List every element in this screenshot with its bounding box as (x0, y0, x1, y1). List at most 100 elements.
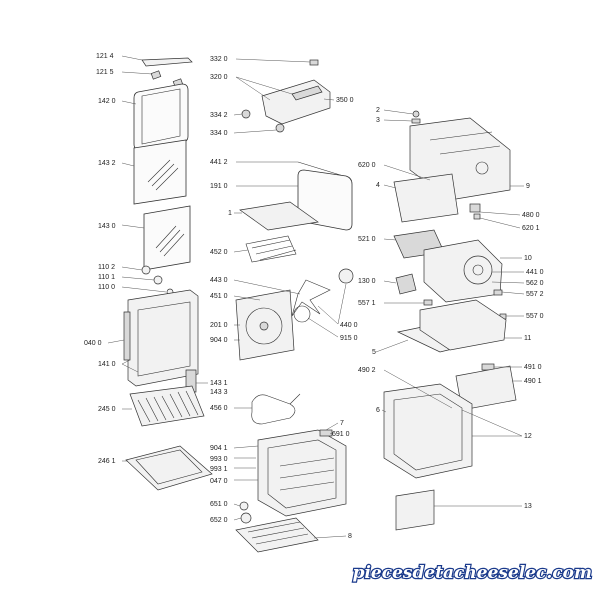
casing-inner (393, 393, 463, 471)
door-frame-inner (137, 301, 191, 377)
circular-heater (251, 393, 301, 425)
label-1: 1 (228, 210, 232, 217)
label-121-4: 121 4 (96, 53, 114, 60)
label-557-2: 557 2 (526, 291, 544, 298)
label-652-0: 652 0 (210, 517, 228, 524)
door-frame (127, 289, 199, 387)
enamel-pan (297, 169, 353, 231)
label-993-1: 993 1 (210, 466, 228, 473)
seal-cap-base (411, 118, 421, 124)
label-557-1: 557 1 (358, 300, 376, 307)
label-8: 8 (348, 533, 352, 540)
control-panel (261, 79, 331, 125)
label-11: 11 (524, 335, 531, 342)
label-110-0: 110 0 (98, 284, 115, 291)
glass-hatch (147, 159, 179, 191)
label-456-0: 456 0 (210, 405, 228, 412)
label-12: 12 (524, 433, 532, 440)
oven-cavity (257, 429, 347, 517)
label-047-0: 047 0 (210, 478, 228, 485)
label-9: 9 (526, 183, 530, 190)
label-3: 3 (376, 117, 380, 124)
label-245-0: 245 0 (98, 406, 116, 413)
label-10: 10 (524, 255, 532, 262)
fan-motor (338, 268, 354, 284)
label-142-0: 142 0 (98, 98, 116, 105)
lamp-glass (240, 512, 252, 524)
oven-rack (129, 385, 205, 427)
label-130-0: 130 0 (358, 278, 376, 285)
cooling-fan-hub (472, 264, 484, 276)
knob (275, 123, 285, 133)
label-443-0: 443 0 (210, 277, 228, 284)
outer-casing (383, 383, 473, 479)
label-557-0: 557 0 (526, 313, 544, 320)
electronic-bracket (393, 173, 459, 223)
label-334-2: 334 2 (210, 112, 228, 119)
label-110-2: 110 2 (98, 264, 115, 271)
watermark: piecesdetacheeselec.com (353, 563, 592, 583)
middle-parts (235, 59, 354, 553)
label-521-0: 521 0 (358, 236, 376, 243)
seal-cap (412, 110, 420, 118)
label-7: 7 (340, 420, 344, 427)
label-490-2: 490 2 (358, 367, 376, 374)
door-clip (150, 70, 162, 80)
baking-tray (125, 445, 213, 491)
label-440-0: 440 0 (340, 322, 358, 329)
control-knob-small (309, 59, 319, 66)
door-hinge (123, 311, 131, 361)
back-plate (395, 489, 435, 531)
label-246-1: 246 1 (98, 458, 116, 465)
right-parts (383, 110, 517, 531)
label-350-0: 350 0 (336, 97, 354, 104)
label-904-1: 904 1 (210, 445, 228, 452)
label-334-0: 334 0 (210, 130, 228, 137)
label-651-0: 651 0 (210, 501, 228, 508)
label-110-1: 110 1 (98, 274, 115, 281)
door-bush (153, 275, 163, 285)
door-bush (141, 265, 151, 275)
label-620-0: 620 0 (358, 162, 376, 169)
cover-hole (475, 161, 489, 175)
terminal-block (469, 203, 481, 213)
label-141-0: 141 0 (98, 361, 116, 368)
cover-ribs (429, 131, 501, 155)
label-5: 5 (372, 349, 376, 356)
door-glass-outer (143, 205, 191, 271)
label-143-0: 143 0 (98, 223, 116, 230)
label-040-0: 040 0 (84, 340, 102, 347)
label-491-0: 491 0 (524, 364, 542, 371)
control-panel-display (291, 85, 323, 101)
label-191-0: 191 0 (210, 183, 228, 190)
cooling-fan (463, 255, 493, 285)
label-562-0: 562 0 (526, 280, 544, 287)
label-904-0: 904 0 (210, 337, 228, 344)
label-2: 2 (376, 107, 380, 114)
door-top-trim (141, 57, 193, 67)
fan-cover-ring (245, 307, 283, 345)
label-6: 6 (376, 407, 380, 414)
cavity-runners (279, 457, 335, 491)
glass-inner-edge (141, 88, 181, 145)
label-121-5: 121 5 (96, 69, 114, 76)
label-691-0: 691 0 (332, 431, 350, 438)
door-parts (123, 57, 213, 491)
label-441-0: 441 0 (526, 269, 544, 276)
label-201-0: 201 0 (210, 322, 228, 329)
connector (473, 213, 481, 220)
bottom-plate (239, 201, 319, 231)
side-panel (419, 299, 507, 351)
label-13: 13 (524, 503, 532, 510)
label-490-1: 490 1 (524, 378, 542, 385)
cavity-base (235, 517, 319, 553)
small-clip (493, 289, 503, 296)
label-4: 4 (376, 182, 380, 189)
door-glass-middle (133, 139, 187, 205)
small-clip (423, 299, 433, 306)
label-451-0: 451 0 (210, 293, 228, 300)
glass-hatch (155, 225, 185, 257)
label-320-0: 320 0 (210, 74, 228, 81)
base-ribs (247, 521, 309, 545)
thermostat (395, 273, 417, 295)
